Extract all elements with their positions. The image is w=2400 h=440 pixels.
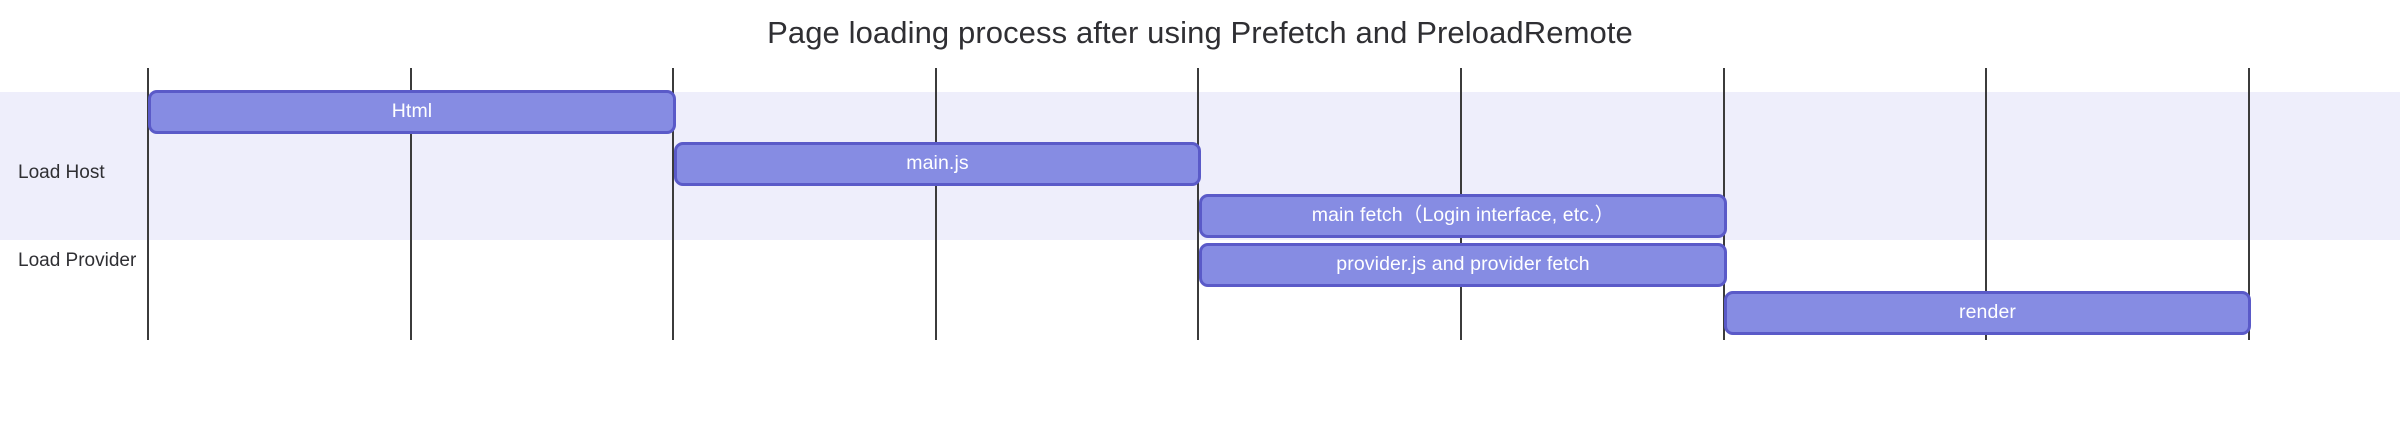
task-bar-label: render (1959, 301, 2016, 324)
gridline-3 (935, 68, 937, 340)
gridline-8 (2248, 68, 2250, 340)
task-bar[interactable]: main fetch（Login interface, etc.） (1199, 194, 1727, 238)
task-bar[interactable]: Html (148, 90, 676, 134)
gridline-1 (410, 68, 412, 340)
gridline-4 (1197, 68, 1199, 340)
task-bar[interactable]: main.js (674, 142, 1201, 186)
page-title: Page loading process after using Prefetc… (767, 15, 1633, 50)
task-bar-label: provider.js and provider fetch (1336, 253, 1590, 276)
gridline-7 (1985, 68, 1987, 340)
gridline-2 (672, 68, 674, 340)
task-bar[interactable]: provider.js and provider fetch (1199, 243, 1727, 287)
gridline-0 (147, 68, 149, 340)
task-bar-label: main fetch（Login interface, etc.） (1311, 204, 1615, 227)
task-bar-label: Html (391, 100, 433, 123)
task-bar-label: main.js (906, 152, 969, 175)
lane-label-load-provider: Load Provider (18, 250, 137, 271)
lane-label-load-host: Load Host (18, 162, 105, 183)
task-bar[interactable]: render (1724, 291, 2251, 335)
